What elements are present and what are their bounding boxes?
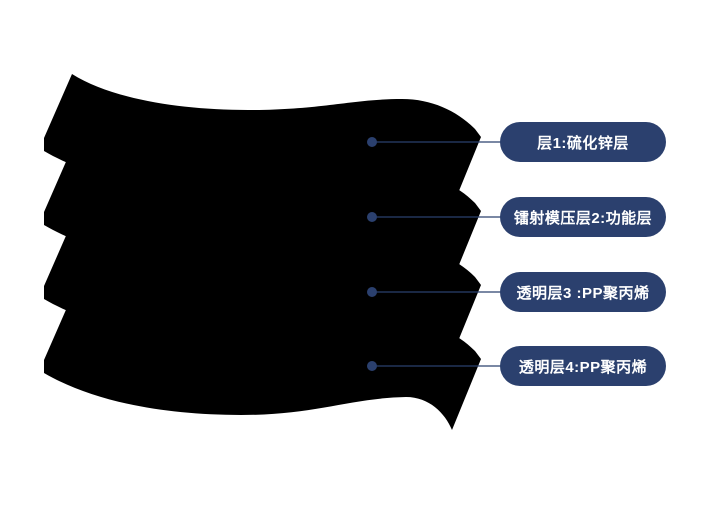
connector-dot: [367, 361, 377, 371]
connector-1: [367, 137, 503, 147]
layer-label-text-2: 镭射模压层2:功能层: [513, 209, 653, 227]
layer-label-pill-2: 镭射模压层2:功能层: [500, 197, 666, 237]
layer-label-text-1: 层1:硫化锌层: [537, 134, 629, 152]
layer-label-text-3: 透明层3 :PP聚丙烯: [516, 284, 650, 302]
connector-dot: [367, 137, 377, 147]
connector-2: [367, 212, 503, 222]
layer-label-text-4: 透明层4:PP聚丙烯: [518, 358, 648, 376]
layer-label-pill-1: 层1:硫化锌层: [500, 122, 666, 162]
connector-dot: [367, 287, 377, 297]
connector-dot: [367, 212, 377, 222]
layer-label-pill-3: 透明层3 :PP聚丙烯: [500, 272, 666, 312]
layer-label-pill-4: 透明层4:PP聚丙烯: [500, 346, 666, 386]
connector-4: [367, 361, 503, 371]
connector-3: [367, 287, 503, 297]
